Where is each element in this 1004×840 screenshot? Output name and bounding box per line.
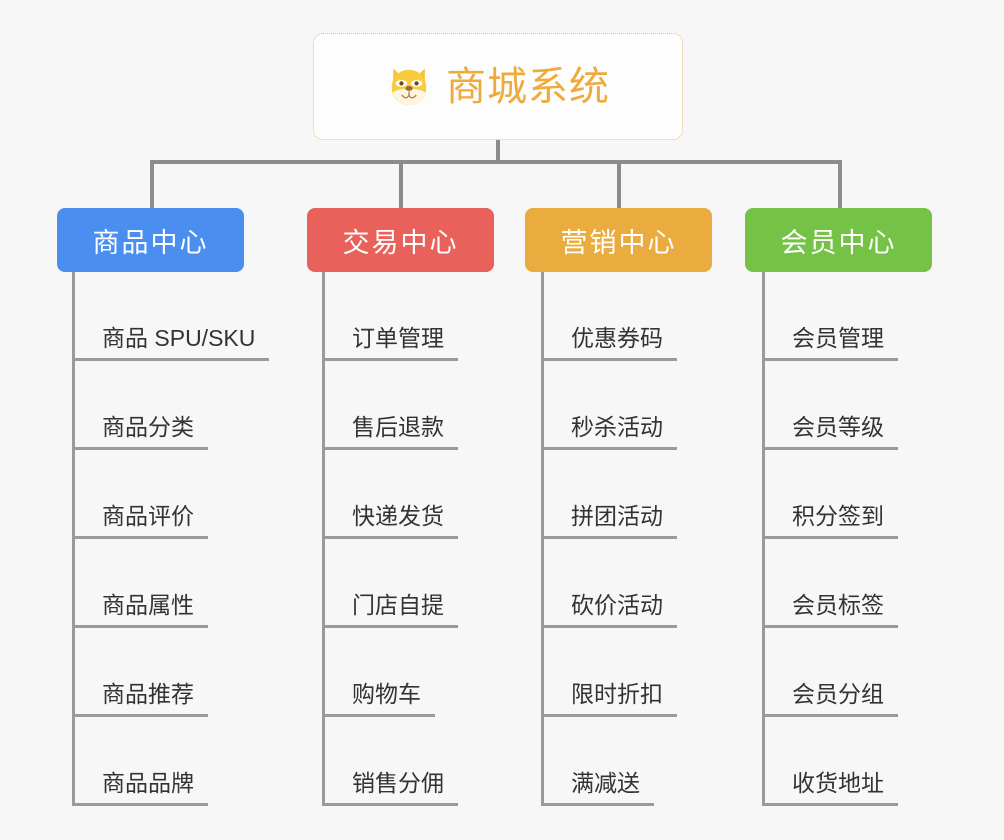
leaf-label: 会员标签 [792, 592, 884, 618]
category-box-shangpin-zhongxin[interactable]: 商品中心 [57, 208, 244, 272]
connector-horizontal-bar [150, 160, 842, 164]
branch-spine [322, 272, 325, 806]
leaf-item[interactable]: 商品推荐 [72, 628, 208, 717]
leaf-item[interactable]: 会员标签 [762, 539, 898, 628]
leaf-label: 商品评价 [102, 503, 194, 529]
connector-drop-4 [838, 160, 842, 208]
category-label: 交易中心 [342, 227, 459, 258]
leaf-item[interactable]: 快递发货 [322, 450, 458, 539]
leaf-item[interactable]: 订单管理 [322, 272, 458, 361]
leaf-item[interactable]: 收货地址 [762, 717, 898, 806]
leaf-label: 收货地址 [792, 770, 884, 796]
leaf-item[interactable]: 商品属性 [72, 539, 208, 628]
leaf-label: 门店自提 [352, 592, 444, 618]
leaf-item[interactable]: 秒杀活动 [541, 361, 677, 450]
leaf-label: 商品 SPU/SKU [102, 325, 256, 351]
connector-drop-3 [617, 160, 621, 208]
leaf-item[interactable]: 购物车 [322, 628, 435, 717]
leaf-label: 售后退款 [352, 414, 444, 440]
leaf-label: 快递发货 [352, 503, 444, 529]
root-title: 商城系统 [446, 64, 610, 109]
leaf-label: 销售分佣 [352, 770, 444, 796]
leaf-label: 砍价活动 [571, 592, 663, 618]
leaf-item[interactable]: 商品分类 [72, 361, 208, 450]
category-box-jiaoyi-zhongxin[interactable]: 交易中心 [307, 208, 494, 272]
leaf-item[interactable]: 满减送 [541, 717, 654, 806]
branch-spine [762, 272, 765, 806]
leaf-label: 会员管理 [792, 325, 884, 351]
leaf-item[interactable]: 门店自提 [322, 539, 458, 628]
leaf-item[interactable]: 售后退款 [322, 361, 458, 450]
connector-drop-1 [150, 160, 154, 208]
leaf-label: 限时折扣 [571, 681, 663, 707]
category-box-huiyuan-zhongxin[interactable]: 会员中心 [745, 208, 932, 272]
leaf-item[interactable]: 商品评价 [72, 450, 208, 539]
leaf-label: 优惠券码 [571, 325, 663, 351]
leaf-label: 商品属性 [102, 592, 194, 618]
leaf-label: 购物车 [352, 681, 421, 707]
leaf-label: 商品分类 [102, 414, 194, 440]
leaf-item[interactable]: 会员管理 [762, 272, 898, 361]
leaf-label: 秒杀活动 [571, 414, 663, 440]
leaf-item[interactable]: 商品品牌 [72, 717, 208, 806]
leaf-item[interactable]: 限时折扣 [541, 628, 677, 717]
branch-spine [72, 272, 75, 806]
root-node-shangcheng-xitong[interactable]: 商城系统 [313, 33, 683, 140]
leaf-item[interactable]: 销售分佣 [322, 717, 458, 806]
leaf-label: 商品品牌 [102, 770, 194, 796]
leaf-item[interactable]: 砍价活动 [541, 539, 677, 628]
shiba-dog-face-icon [391, 67, 427, 105]
category-label: 商品中心 [92, 227, 209, 258]
leaf-label: 会员分组 [792, 681, 884, 707]
leaf-item[interactable]: 商品 SPU/SKU [72, 272, 270, 361]
leaf-label: 商品推荐 [102, 681, 194, 707]
leaf-item[interactable]: 会员等级 [762, 361, 898, 450]
category-box-yingxiao-zhongxin[interactable]: 营销中心 [525, 208, 712, 272]
leaf-item[interactable]: 拼团活动 [541, 450, 677, 539]
leaf-label: 满减送 [571, 770, 640, 796]
category-label: 会员中心 [780, 227, 897, 258]
leaf-item[interactable]: 积分签到 [762, 450, 898, 539]
branch-spine [541, 272, 544, 806]
leaf-item[interactable]: 会员分组 [762, 628, 898, 717]
leaf-label: 积分签到 [792, 503, 884, 529]
category-label: 营销中心 [560, 227, 677, 258]
leaf-label: 拼团活动 [571, 503, 663, 529]
leaf-label: 会员等级 [792, 414, 884, 440]
connector-root-stem [496, 140, 500, 162]
connector-drop-2 [399, 160, 403, 208]
leaf-item[interactable]: 优惠券码 [541, 272, 677, 361]
leaf-label: 订单管理 [352, 325, 444, 351]
